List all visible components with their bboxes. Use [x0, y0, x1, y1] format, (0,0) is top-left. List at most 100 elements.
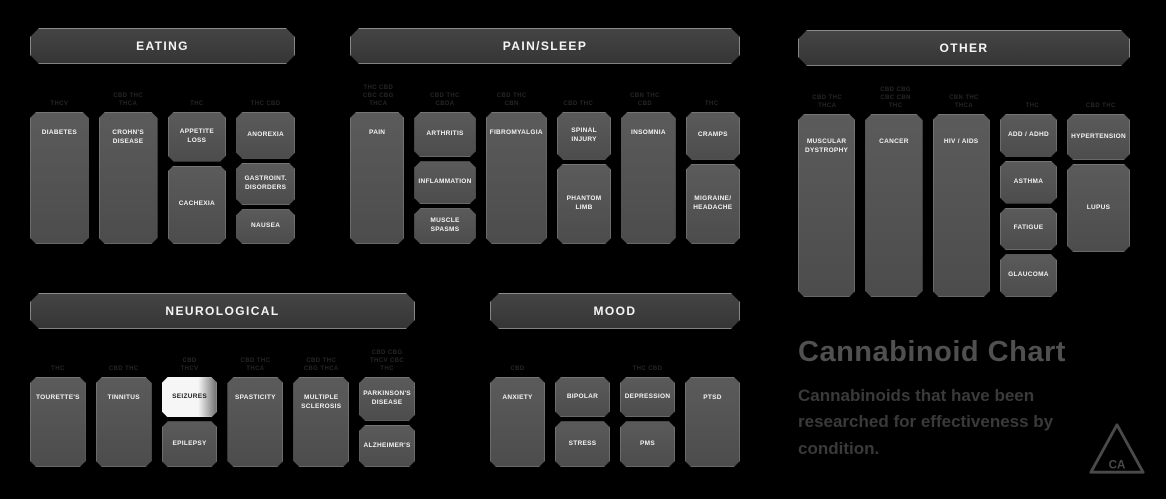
- card-appetite-loss: APPETITE LOSS: [168, 112, 227, 162]
- card-diabetes: DIABETES: [30, 112, 89, 244]
- condition-column: PAIN: [350, 112, 404, 244]
- card-asthma: ASTHMA: [1000, 161, 1057, 204]
- condition-column: BIPOLAR STRESS: [555, 377, 610, 467]
- cannabinoid-label: THCV: [50, 100, 69, 107]
- cannabinoid-label: CBN THC CBD: [630, 92, 660, 107]
- condition-column: INSOMNIA: [621, 112, 675, 244]
- card-depression: DEPRESSION: [620, 377, 675, 417]
- card-seizures: SEIZURES: [162, 377, 218, 417]
- section-other: OTHER CBD THC THCA CBD CBG CBC CBN THC C…: [798, 30, 1130, 297]
- card-add-adhd: ADD / ADHD: [1000, 114, 1057, 157]
- condition-column: TOURETTE'S: [30, 377, 86, 467]
- card-gastroint-disorders: GASTROINT. DISORDERS: [236, 163, 295, 205]
- condition-column: CROHN'S DISEASE: [99, 112, 158, 244]
- chart-caption: Cannabinoid Chart Cannabinoids that have…: [798, 336, 1073, 462]
- card-fibromyalgia: FIBROMYALGIA: [486, 112, 547, 244]
- cannabinoid-label: CBD THC: [1085, 102, 1116, 109]
- card-parkinsons-disease: PARKINSON'S DISEASE: [359, 377, 415, 421]
- card-cancer: CANCER: [865, 114, 922, 297]
- card-tourettes: TOURETTE'S: [30, 377, 86, 467]
- card-insomnia: INSOMNIA: [621, 112, 675, 244]
- chart-subtitle: Cannabinoids that have been researched f…: [798, 386, 1054, 458]
- condition-column: APPETITE LOSS CACHEXIA: [168, 112, 227, 244]
- card-crohns-disease: CROHN'S DISEASE: [99, 112, 158, 244]
- condition-column: SPASTICITY: [227, 377, 283, 467]
- cannabinoid-label: THC CBD CBC CBG THCA: [362, 84, 394, 107]
- cannabinoid-label: CBD THC THCA: [812, 94, 843, 109]
- cannabinoid-label: CBD THCV: [180, 357, 199, 372]
- card-inflammation: INFLAMMATION: [414, 161, 475, 204]
- condition-grid: DIABETES CROHN'S DISEASE APPETITE LOSS C…: [30, 112, 295, 244]
- cannabinoid-label: CBD CBG CBC CBN THC: [880, 86, 911, 109]
- card-tinnitus: TINNITUS: [96, 377, 152, 467]
- section-header-neurological: NEUROLOGICAL: [30, 293, 415, 329]
- section-header-other: OTHER: [798, 30, 1130, 66]
- condition-column: ANXIETY: [490, 377, 545, 467]
- condition-column: TINNITUS: [96, 377, 152, 467]
- cannabinoid-label: CBD THC CBG THCA: [303, 357, 339, 372]
- condition-column: PARKINSON'S DISEASE ALZHEIMER'S: [359, 377, 415, 467]
- condition-column: MUSCULAR DYSTROPHY: [798, 114, 855, 297]
- card-migraine-headache: MIGRAINE/ HEADACHE: [686, 164, 740, 244]
- card-nausea: NAUSEA: [236, 209, 295, 244]
- card-muscular-dystrophy: MUSCULAR DYSTROPHY: [798, 114, 855, 297]
- card-muscle-spasms: MUSCLE SPASMS: [414, 208, 475, 244]
- cannabinoid-labels-row: THC CBD THC CBD THCV CBD THC THCA CBD TH…: [30, 345, 415, 373]
- card-pms: PMS: [620, 421, 675, 467]
- card-multiple-sclerosis: MULTIPLE SCLEROSIS: [293, 377, 349, 467]
- card-pain: PAIN: [350, 112, 404, 244]
- condition-column: SPINAL INJURY PHANTOM LIMB: [557, 112, 611, 244]
- condition-grid: ANXIETY BIPOLAR STRESS DEPRESSION PMS PT…: [490, 377, 740, 467]
- card-glaucoma: GLAUCOMA: [1000, 254, 1057, 297]
- condition-column: HYPERTENSION LUPUS: [1067, 114, 1130, 297]
- card-cachexia: CACHEXIA: [168, 166, 227, 245]
- section-header-pain-sleep: PAIN/SLEEP: [350, 28, 740, 64]
- cannabinoid-labels-row: THC CBD CBC CBG THCA CBD THC CBDA CBD TH…: [350, 80, 740, 108]
- condition-column: ARTHRITIS INFLAMMATION MUSCLE SPASMS: [414, 112, 475, 244]
- triangle-outline: [1089, 423, 1145, 474]
- chart-title: Cannabinoid Chart: [798, 336, 1066, 368]
- card-anorexia: ANOREXIA: [236, 112, 295, 159]
- cannabinoid-label: THC: [190, 100, 204, 107]
- condition-column: PTSD: [685, 377, 740, 467]
- condition-column: DEPRESSION PMS: [620, 377, 675, 467]
- cannabinoid-label: CBD THC CBDA: [430, 92, 460, 107]
- cannabinoid-label: THC CBD: [250, 100, 281, 107]
- section-mood: MOOD CBD THC CBD ANXIETY BIPOLAR STRESS …: [490, 293, 740, 467]
- card-hiv-aids: HIV / AIDS: [933, 114, 990, 297]
- cannabinoid-label: CBD CBG THCV CBC THC: [369, 349, 405, 372]
- logo-text: CA: [1109, 458, 1126, 471]
- cannabinoid-label: THC: [51, 365, 65, 372]
- card-lupus: LUPUS: [1067, 164, 1130, 252]
- condition-column: ANOREXIA GASTROINT. DISORDERS NAUSEA: [236, 112, 295, 244]
- card-anxiety: ANXIETY: [490, 377, 545, 467]
- condition-column: MULTIPLE SCLEROSIS: [293, 377, 349, 467]
- cannabinoid-label: CBD: [510, 365, 525, 372]
- cannabinoid-label: CBN THC THCA: [949, 94, 979, 109]
- cannabinoid-label: CBD THC THCA: [113, 92, 144, 107]
- cannabinoid-label: CBD THC: [108, 365, 139, 372]
- section-header-mood: MOOD: [490, 293, 740, 329]
- condition-column: ADD / ADHD ASTHMA FATIGUE GLAUCOMA: [1000, 114, 1057, 297]
- cannabinoid-labels-row: CBD THC CBD: [490, 345, 740, 373]
- condition-column: CANCER: [865, 114, 922, 297]
- condition-grid: MUSCULAR DYSTROPHY CANCER HIV / AIDS ADD…: [798, 114, 1130, 297]
- card-ptsd: PTSD: [685, 377, 740, 467]
- card-phantom-limb: PHANTOM LIMB: [557, 164, 611, 244]
- condition-column: DIABETES: [30, 112, 89, 244]
- cannabinoid-labels-row: THCV CBD THC THCA THC THC CBD: [30, 80, 295, 108]
- section-pain-sleep: PAIN/SLEEP THC CBD CBC CBG THCA CBD THC …: [350, 28, 740, 244]
- section-header-eating: EATING: [30, 28, 295, 64]
- section-eating: EATING THCV CBD THC THCA THC THC CBD DIA…: [30, 28, 295, 244]
- card-spinal-injury: SPINAL INJURY: [557, 112, 611, 160]
- card-cramps: CRAMPS: [686, 112, 740, 160]
- card-alzheimers: ALZHEIMER'S: [359, 425, 415, 467]
- cannabinoid-label: CBD THC THCA: [240, 357, 271, 372]
- card-spasticity: SPASTICITY: [227, 377, 283, 467]
- cannabinoid-label: CBD THC CBN: [496, 92, 527, 107]
- section-neurological: NEUROLOGICAL THC CBD THC CBD THCV CBD TH…: [30, 293, 415, 467]
- cannabinoid-label: THC CBD: [632, 365, 663, 372]
- condition-column: HIV / AIDS: [933, 114, 990, 297]
- card-stress: STRESS: [555, 421, 610, 467]
